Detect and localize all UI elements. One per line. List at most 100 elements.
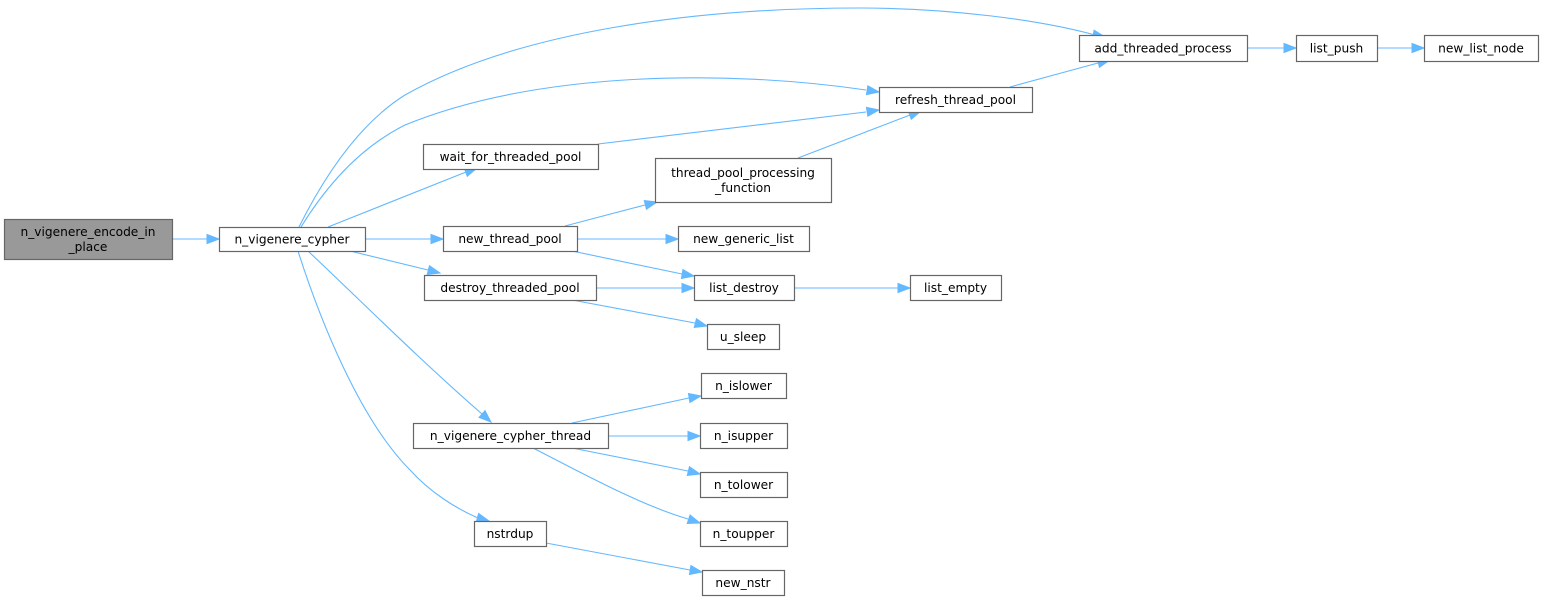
- edge-add_threaded_process-to-list_push: [1247, 42, 1298, 54]
- node-label: n_isupper: [714, 429, 774, 443]
- node-list_push[interactable]: list_push: [1295, 34, 1379, 63]
- node-label: n_tolower: [714, 478, 774, 492]
- edge-n_vigenere_cypher-to-new_thread_pool: [365, 233, 445, 245]
- node-n_tolower[interactable]: n_tolower: [699, 471, 789, 499]
- node-n_vigenere_encode_in_place[interactable]: n_vigenere_encode_in_place: [3, 218, 174, 261]
- node-box[interactable]: [701, 569, 786, 597]
- edge-line: [597, 111, 867, 145]
- arrowhead-icon: [1283, 42, 1298, 54]
- edge-line: [297, 250, 479, 519]
- node-label: _function: [714, 181, 771, 195]
- node-box[interactable]: [422, 143, 600, 171]
- edge-refresh_thread_pool-to-add_threaded_process: [1009, 57, 1112, 88]
- arrowhead-icon: [687, 430, 702, 442]
- edges-layer: [172, 7, 1426, 576]
- node-box[interactable]: [1295, 34, 1379, 63]
- node-thread_pool_processing_function[interactable]: thread_pool_processing_function: [654, 157, 833, 204]
- edge-line: [545, 542, 691, 571]
- node-label: n_vigenere_cypher_thread: [430, 429, 591, 443]
- node-box[interactable]: [909, 274, 1003, 302]
- arrowhead-icon: [687, 392, 703, 404]
- edge-destroy_threaded_pool-to-list_destroy: [596, 282, 696, 294]
- edge-line: [571, 447, 689, 472]
- node-label: nstrdup: [487, 527, 534, 541]
- nodes-layer: n_vigenere_encode_in_place n_vigenere_cyp…: [3, 34, 1540, 597]
- edge-n_vigenere_cypher_thread-to-n_toupper: [532, 447, 702, 525]
- node-label: n_vigenere_encode_in: [20, 225, 155, 239]
- node-refresh_thread_pool[interactable]: refresh_thread_pool: [878, 86, 1034, 114]
- node-label: new_thread_pool: [458, 232, 561, 246]
- node-box[interactable]: [1423, 34, 1540, 63]
- node-wait_for_threaded_pool[interactable]: wait_for_threaded_pool: [422, 143, 600, 171]
- edge-n_vigenere_cypher-to-refresh_thread_pool: [300, 77, 881, 228]
- node-n_islower[interactable]: n_islower: [700, 372, 788, 400]
- node-label: add_threaded_process: [1094, 42, 1231, 56]
- edge-destroy_threaded_pool-to-u_sleep: [571, 299, 709, 329]
- edge-n_vigenere_cypher_thread-to-n_tolower: [571, 447, 702, 477]
- edge-line: [532, 447, 689, 520]
- node-box[interactable]: [654, 157, 833, 204]
- edge-line: [571, 299, 696, 324]
- node-box[interactable]: [693, 274, 796, 302]
- edge-line: [571, 397, 690, 424]
- edge-list_destroy-to-list_empty: [794, 282, 912, 294]
- node-u_sleep[interactable]: u_sleep: [706, 323, 781, 351]
- node-label: destroy_threaded_pool: [440, 281, 579, 295]
- node-new_generic_list[interactable]: new_generic_list: [677, 225, 811, 253]
- node-n_vigenere_cypher[interactable]: n_vigenere_cypher: [218, 226, 367, 253]
- node-box[interactable]: [473, 520, 548, 548]
- edge-line: [327, 171, 467, 228]
- node-new_thread_pool[interactable]: new_thread_pool: [442, 225, 579, 253]
- arrowhead-icon: [865, 84, 881, 96]
- node-n_toupper[interactable]: n_toupper: [699, 520, 789, 548]
- node-box[interactable]: [699, 471, 789, 499]
- node-new_nstr[interactable]: new_nstr: [701, 569, 786, 597]
- edge-line: [307, 250, 483, 415]
- node-new_list_node[interactable]: new_list_node: [1423, 34, 1540, 63]
- arrowhead-icon: [206, 233, 221, 245]
- edge-line: [797, 114, 911, 159]
- arrowhead-icon: [475, 512, 491, 523]
- node-box[interactable]: [699, 520, 789, 548]
- node-list_empty[interactable]: list_empty: [909, 274, 1003, 302]
- arrowhead-icon: [643, 199, 659, 211]
- arrowhead-icon: [686, 465, 702, 477]
- arrowhead-icon: [1411, 42, 1426, 54]
- edge-n_vigenere_cypher-to-wait_for_threaded_pool: [327, 167, 479, 228]
- node-box[interactable]: [677, 225, 811, 253]
- arrowhead-icon: [897, 282, 912, 294]
- node-list_destroy[interactable]: list_destroy: [693, 274, 796, 302]
- node-add_threaded_process[interactable]: add_threaded_process: [1078, 34, 1249, 63]
- node-box[interactable]: [699, 422, 789, 450]
- node-nstrdup[interactable]: nstrdup: [473, 520, 548, 548]
- arrowhead-icon: [688, 564, 704, 576]
- edge-n_vigenere_cypher-to-destroy_threaded_pool: [349, 250, 442, 276]
- node-box[interactable]: [3, 218, 174, 261]
- node-n_isupper[interactable]: n_isupper: [699, 422, 789, 450]
- arrowhead-icon: [693, 317, 709, 329]
- arrowhead-icon: [426, 264, 442, 276]
- edge-line: [300, 77, 867, 228]
- node-label: new_nstr: [715, 576, 771, 590]
- node-box[interactable]: [423, 274, 598, 302]
- node-box[interactable]: [218, 226, 367, 253]
- node-box[interactable]: [412, 422, 610, 450]
- edge-wait_for_threaded_pool-to-refresh_thread_pool: [597, 106, 881, 145]
- node-box[interactable]: [706, 323, 781, 351]
- node-label: n_islower: [715, 379, 773, 393]
- node-label: n_vigenere_cypher: [234, 233, 350, 247]
- node-destroy_threaded_pool[interactable]: destroy_threaded_pool: [423, 274, 598, 302]
- node-box[interactable]: [1078, 34, 1249, 63]
- node-label: u_sleep: [720, 330, 767, 344]
- node-box[interactable]: [442, 225, 579, 253]
- arrowhead-icon: [665, 233, 680, 245]
- node-n_vigenere_cypher_thread[interactable]: n_vigenere_cypher_thread: [412, 422, 610, 450]
- node-box[interactable]: [700, 372, 788, 400]
- arrowhead-icon: [430, 233, 445, 245]
- node-box[interactable]: [878, 86, 1034, 114]
- node-label: wait_for_threaded_pool: [440, 150, 582, 164]
- node-label: list_push: [1310, 42, 1364, 56]
- edge-line: [571, 250, 683, 275]
- arrowhead-icon: [686, 514, 702, 525]
- edge-n_vigenere_cypher_thread-to-n_isupper: [608, 430, 702, 442]
